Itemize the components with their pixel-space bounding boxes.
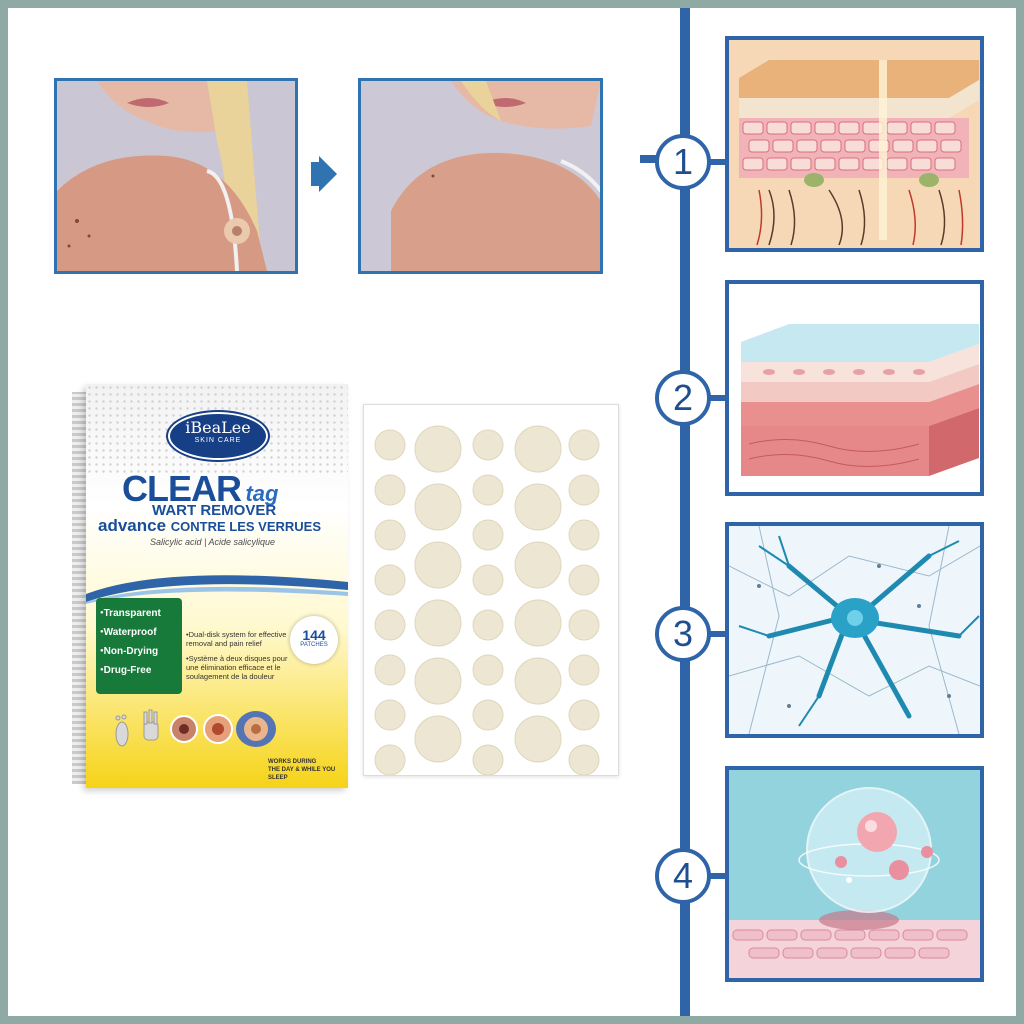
patch-disc <box>374 699 406 731</box>
after-photo <box>358 78 603 274</box>
wart-icon <box>203 714 233 744</box>
patch-count-unit: PATCHES <box>300 642 328 648</box>
arrow-right-icon <box>311 156 337 192</box>
patch-disc <box>568 699 600 731</box>
feature-item: Non-Drying <box>100 642 178 661</box>
product-title: CLEAR tag <box>122 468 278 510</box>
step-3-marker: 3 <box>655 606 711 662</box>
patch-disc <box>568 609 600 641</box>
patch-disc <box>568 654 600 686</box>
subtitle-fr-a: advance <box>98 516 167 535</box>
patch-disc <box>414 483 462 531</box>
title-tag: tag <box>245 481 279 506</box>
patch-disc <box>514 483 562 531</box>
patch-disc <box>472 654 504 686</box>
patch-disc <box>472 699 504 731</box>
patch-disc <box>374 474 406 506</box>
patch-disc <box>374 609 406 641</box>
patch-disc <box>374 564 406 596</box>
before-photo <box>54 78 298 274</box>
patch-disc <box>514 541 562 589</box>
patch-disc <box>514 599 562 647</box>
brand-name: iBeaLee <box>185 418 251 437</box>
feature-item: Transparent <box>100 604 178 623</box>
patch-disc <box>414 715 462 763</box>
feature-list: Transparent Waterproof Non-Drying Drug-F… <box>96 598 182 694</box>
hand-icon <box>143 709 159 741</box>
step-2-marker: 2 <box>655 370 711 426</box>
patch-disc <box>472 564 504 596</box>
tagline-line-2: THE DAY & WHILE YOU SLEEP <box>268 767 336 781</box>
brand-subtitle: SKIN CARE <box>194 437 242 444</box>
patch-applied-icon <box>236 711 276 747</box>
description-fr: Système à deux disques pour une éliminat… <box>186 654 290 681</box>
foot-icon <box>115 714 129 747</box>
step-3-illustration <box>725 522 984 738</box>
patch-disc <box>568 474 600 506</box>
patch-disc <box>568 429 600 461</box>
product-tagline: WORKS DURING THE DAY & WHILE YOU SLEEP <box>268 758 346 782</box>
box-wave <box>86 575 348 604</box>
subtitle-fr-b: CONTRE LES VERRUES <box>170 519 322 534</box>
application-icons <box>115 709 276 747</box>
patch-disc <box>472 609 504 641</box>
feature-item: Waterproof <box>100 623 178 642</box>
timeline-line <box>680 8 690 1016</box>
box-side <box>72 392 88 784</box>
product-subtitle-fr: advance CONTRE LES VERRUES <box>98 516 321 536</box>
patch-disc <box>514 425 562 473</box>
patch-disc <box>472 474 504 506</box>
patch-disc <box>472 519 504 551</box>
step-4-connector <box>708 873 728 879</box>
patch-disc <box>374 429 406 461</box>
title-main: CLEAR <box>122 468 242 509</box>
patch-disc <box>374 654 406 686</box>
patch-disc <box>568 519 600 551</box>
patch-disc <box>472 744 504 775</box>
step-1-marker: 1 <box>655 134 711 190</box>
patch-disc <box>414 541 462 589</box>
product-description: Dual-disk system for effective removal a… <box>186 630 290 687</box>
product-subtitle: WART REMOVER <box>152 502 277 519</box>
feature-item: Drug-Free <box>100 661 178 680</box>
step-3-connector <box>708 631 728 637</box>
patch-disc <box>414 657 462 705</box>
wart-icon <box>170 715 198 743</box>
step-1-connector <box>708 159 728 165</box>
patch-sheet <box>363 404 619 776</box>
patch-disc <box>472 429 504 461</box>
patch-grid <box>374 425 600 775</box>
step-4-illustration <box>725 766 984 982</box>
patch-disc <box>374 744 406 775</box>
patch-disc <box>374 519 406 551</box>
ingredient-text: Salicylic acid | Acide salicylique <box>150 537 276 547</box>
description-en: Dual-disk system for effective removal a… <box>186 630 290 648</box>
tagline-line-1: WORKS DURING <box>268 759 317 765</box>
product-box: iBeaLee SKIN CARE CLEAR tag WART REMOVER… <box>72 384 348 788</box>
step-1-illustration <box>725 36 984 252</box>
step-4-marker: 4 <box>655 848 711 904</box>
brand-logo: iBeaLee SKIN CARE <box>168 412 268 460</box>
patch-disc <box>514 657 562 705</box>
patch-disc <box>414 599 462 647</box>
step-2-connector <box>708 395 728 401</box>
patch-count-badge: 144 PATCHES <box>290 616 338 664</box>
patch-count: 144 <box>302 627 326 643</box>
patch-disc <box>514 715 562 763</box>
step-2-illustration <box>725 280 984 496</box>
patch-disc <box>568 564 600 596</box>
patch-disc <box>414 425 462 473</box>
patch-disc <box>568 744 600 775</box>
